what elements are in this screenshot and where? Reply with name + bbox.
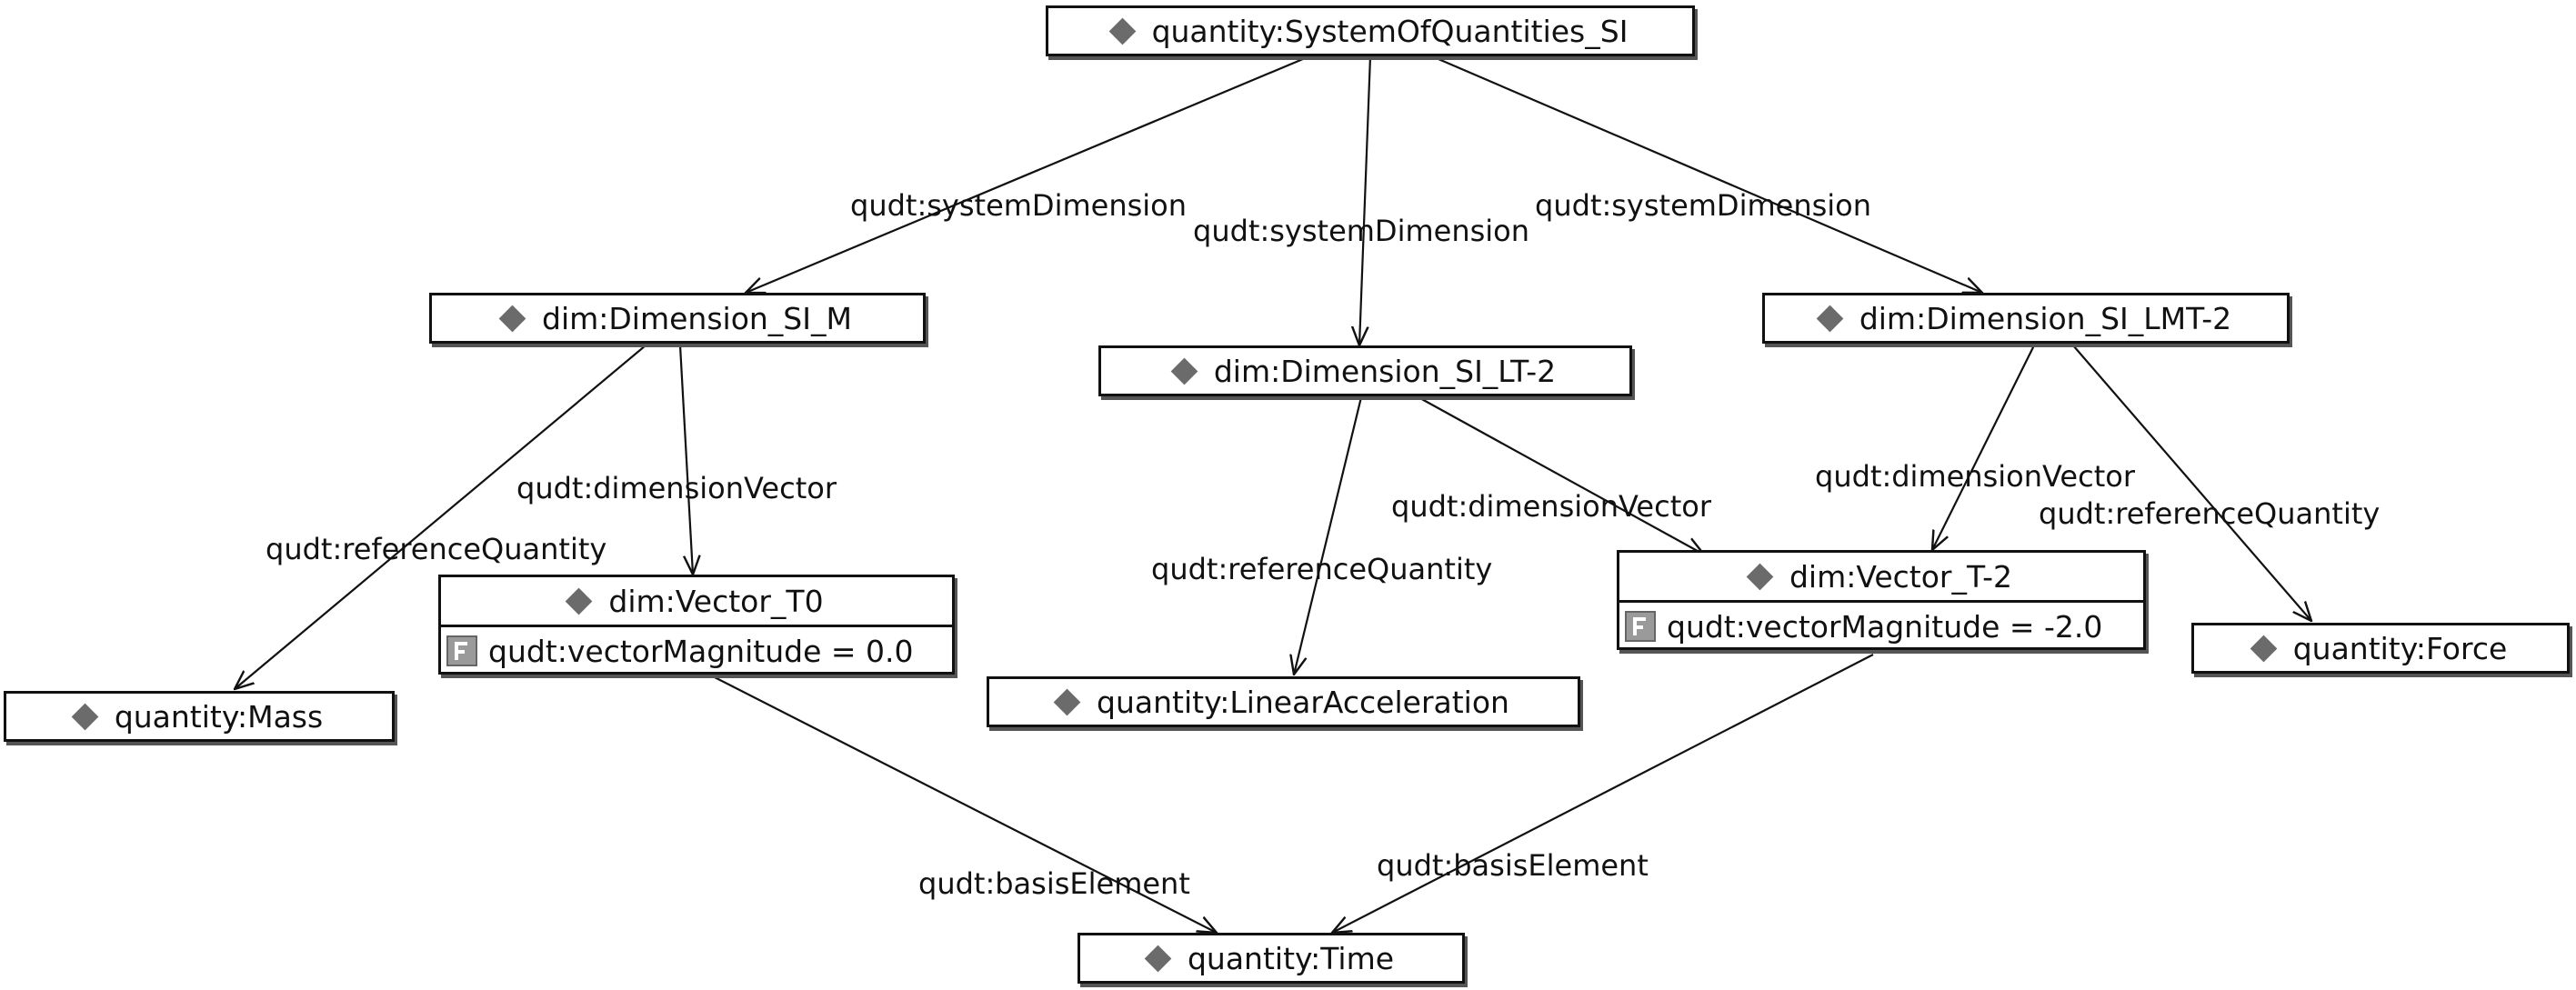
node-dimension-si-lmt2[interactable]: dim:Dimension_SI_LMT-2 [1762,293,2290,344]
edge-m-to-vector [678,345,693,575]
edge-sys-to-lmt2 [1431,55,1982,293]
edge-label-sys-to-lt2: qudt:systemDimension [1193,214,1530,248]
edge-label-lmt2-to-vector: qudt:dimensionVector [1815,459,2135,494]
edge-lt2-to-vector [1418,396,1704,555]
edge-label-t2-to-time: qudt:basisElement [1377,848,1649,883]
node-vector-t-2[interactable]: dim:Vector_T-2 qudt:vectorMagnitude = -2… [1617,550,2146,650]
node-dimension-si-m[interactable]: dim:Dimension_SI_M [429,293,926,344]
edge-lmt2-to-vector [1932,345,2035,550]
edge-label-m-to-mass: qudt:referenceQuantity [266,532,607,566]
node-label: dim:Vector_T0 [608,583,824,619]
diamond-icon [1746,563,1774,590]
node-system-of-quantities-si[interactable]: quantity:SystemOfQuantities_SI [1046,5,1695,56]
edge-label-sys-to-lmt2: qudt:systemDimension [1535,188,1872,223]
edge-sys-to-m [746,55,1310,293]
edge-t2-to-time [1332,654,1874,933]
node-vector-t0[interactable]: dim:Vector_T0 qudt:vectorMagnitude = 0.0 [438,575,955,675]
edge-label-lt2-to-accel: qudt:referenceQuantity [1151,552,1493,586]
property-value: qudt:vectorMagnitude = -2.0 [1667,608,2103,645]
node-label: quantity:Time [1187,940,1395,976]
node-label: dim:Dimension_SI_LT-2 [1213,353,1557,389]
edge-lt2-to-accel [1294,396,1363,675]
node-label: dim:Dimension_SI_M [542,300,852,336]
node-label: dim:Vector_T-2 [1789,558,2013,595]
edge-label-sys-to-m: qudt:systemDimension [850,188,1188,223]
node-quantity-mass[interactable]: quantity:Mass [4,691,395,742]
diamond-icon [566,587,593,615]
edge-label-m-to-vector: qudt:dimensionVector [516,471,837,505]
node-label: quantity:Force [2292,630,2508,666]
diamond-icon [498,305,526,332]
edge-t0-to-time [708,674,1217,933]
edge-label-lt2-to-vector: qudt:dimensionVector [1391,489,1711,524]
property-value: qudt:vectorMagnitude = 0.0 [488,633,914,669]
diamond-icon [1053,688,1081,715]
node-label: dim:Dimension_SI_LMT-2 [1859,300,2232,336]
node-quantity-linear-acceleration[interactable]: quantity:LinearAcceleration [987,676,1580,727]
edge-m-to-mass [235,345,647,689]
diamond-icon [1170,357,1198,385]
node-label: quantity:SystemOfQuantities_SI [1151,13,1629,49]
diamond-icon [1816,305,1844,332]
diamond-icon [1108,17,1136,45]
node-label: quantity:Mass [114,698,324,735]
node-dimension-si-lt2[interactable]: dim:Dimension_SI_LT-2 [1098,345,1632,396]
property-icon [446,635,477,666]
node-quantity-force[interactable]: quantity:Force [2191,623,2570,674]
edge-sys-to-lt2 [1359,55,1372,345]
diamond-icon [71,703,99,730]
edge-label-t0-to-time: qudt:basisElement [918,866,1190,901]
edge-lmt2-to-force [2072,345,2311,621]
edge-label-lmt2-to-force: qudt:referenceQuantity [2039,496,2381,531]
diamond-icon [2250,635,2278,662]
node-label: quantity:LinearAcceleration [1097,684,1509,720]
diamond-icon [1144,945,1172,972]
node-quantity-time[interactable]: quantity:Time [1078,933,1465,984]
property-icon [1625,611,1656,642]
